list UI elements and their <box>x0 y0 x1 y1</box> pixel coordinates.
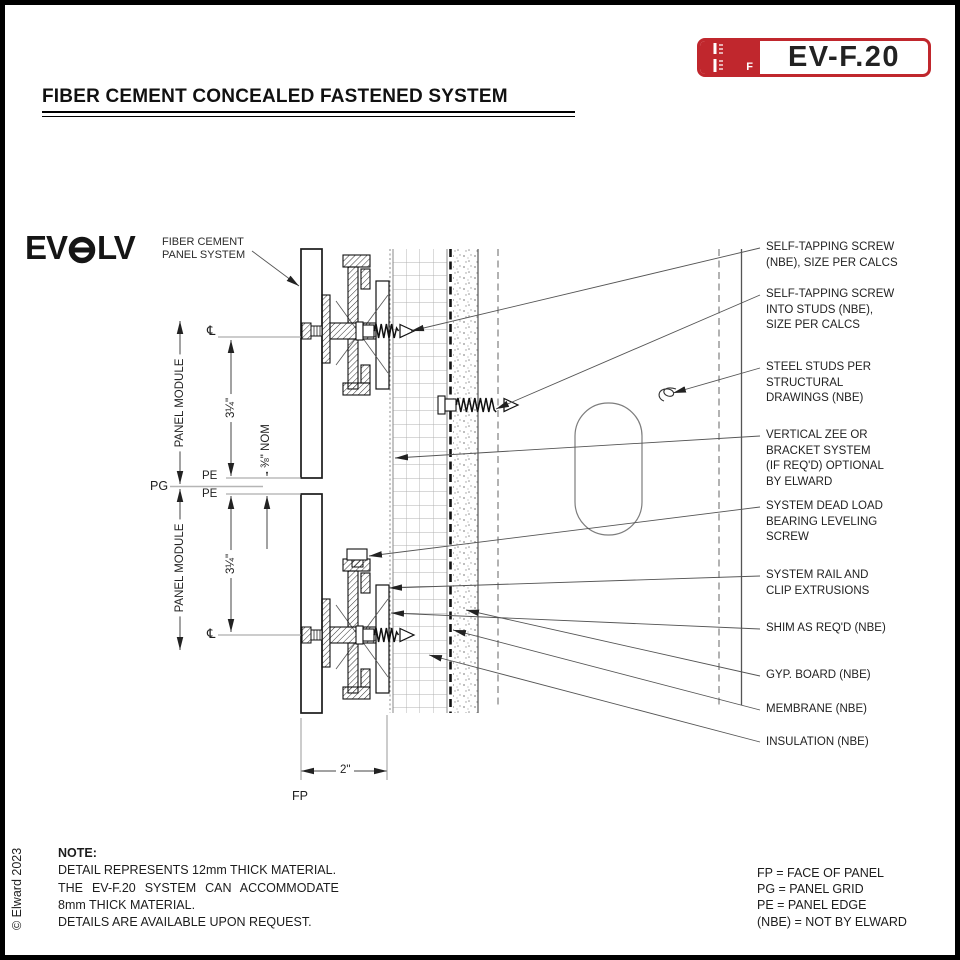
note-line: DETAILS ARE AVAILABLE UPON REQUEST. <box>58 915 312 930</box>
callout-rail-and-clip: SYSTEM RAIL AND CLIP EXTRUSIONS <box>766 569 870 597</box>
gyp-board-layer <box>453 249 478 713</box>
elward-panel-icon: F <box>700 41 760 74</box>
leveling-screw <box>346 548 368 568</box>
panel-joint-glyph <box>713 43 723 72</box>
clip-assembly-lower <box>301 558 416 700</box>
note-line: DETAIL REPRESENTS 12mm THICK MATERIAL. <box>58 863 337 878</box>
extension-lines <box>170 336 388 780</box>
title-underline <box>42 111 575 117</box>
callout-vertical-zee: VERTICAL ZEE OR BRACKET SYSTEM (IF REQ'D… <box>766 429 884 488</box>
note-heading: NOTE: <box>58 846 97 860</box>
legend-fp: FP = FACE OF PANEL <box>757 866 885 880</box>
centerline-symbol-lower: ℄ <box>205 627 218 642</box>
callout-self-tapping-screw: SELF-TAPPING SCREW (NBE), SIZE PER CALCS <box>766 241 898 269</box>
legend-pe: PE = PANEL EDGE <box>757 898 867 913</box>
insulation-layer <box>393 249 447 713</box>
self-tapping-screw <box>355 625 416 645</box>
detail-code: EV-F.20 <box>787 41 901 73</box>
logo-subtitle: FIBER CEMENT PANEL SYSTEM <box>162 236 246 261</box>
fiber-cement-panel <box>300 248 323 714</box>
badge-icon-letter: F <box>746 61 753 73</box>
label-pe-upper: PE <box>202 470 218 482</box>
logo-ev: EV <box>25 229 68 266</box>
dim-module-height-lower: 3¼" <box>224 549 238 579</box>
callout-leaders <box>251 247 761 743</box>
stud-knockout-hole <box>574 402 643 536</box>
label-pe-lower: PE <box>202 488 218 500</box>
legend-nbe: (NBE) = NOT BY ELWARD <box>757 914 907 929</box>
dim-panel-module-upper: PANEL MODULE <box>173 354 187 452</box>
note-line: THE EV-F.20 SYSTEM CAN ACCOMMODATE <box>58 880 339 895</box>
stud-break-squiggle <box>658 387 677 402</box>
dim-module-height-upper: 3¼" <box>224 393 238 423</box>
centerline-symbol-upper: ℄ <box>205 324 218 339</box>
copyright-text: © Elward 2023 <box>10 847 24 930</box>
callout-dead-load-screw: SYSTEM DEAD LOAD BEARING LEVELING SCREW <box>766 500 883 543</box>
dim-panel-module-lower: PANEL MODULE <box>173 519 187 617</box>
callout-membrane: MEMBRANE (NBE) <box>766 703 867 715</box>
note-block: NOTE: DETAIL REPRESENTS 12mm THICK MATER… <box>58 845 339 931</box>
logo-lv: LV <box>97 229 136 266</box>
callout-gyp-board: GYP. BOARD (NBE) <box>766 669 871 681</box>
note-line: 8mm THICK MATERIAL. <box>58 897 196 912</box>
callout-screw-into-studs: SELF-TAPPING SCREW INTO STUDS (NBE), SIZ… <box>766 288 895 331</box>
dim-panel-depth: 2" <box>336 764 355 776</box>
callout-shim: SHIM AS REQ'D (NBE) <box>766 622 886 634</box>
wall-layers <box>389 249 743 713</box>
clip-assembly-upper <box>301 254 416 396</box>
evolv-logo: EV LV <box>25 229 136 266</box>
callout-steel-studs: STEEL STUDS PER STRUCTURAL DRAWINGS (NBE… <box>766 361 872 404</box>
callout-insulation: INSULATION (NBE) <box>766 736 869 748</box>
abbreviation-legend: FP = FACE OF PANEL PG = PANEL GRID PE = … <box>757 865 907 930</box>
page-title: FIBER CEMENT CONCEALED FASTENED SYSTEM <box>42 86 508 107</box>
label-pg: PG <box>150 479 169 493</box>
dim-joint-gap: ⅜" NOM <box>259 420 273 472</box>
logo-theta-icon <box>68 236 96 263</box>
self-tapping-screw <box>355 321 416 341</box>
label-fp: FP <box>292 789 308 803</box>
legend-pg: PG = PANEL GRID <box>757 882 864 897</box>
detail-code-badge: F EV-F.20 <box>697 38 931 77</box>
